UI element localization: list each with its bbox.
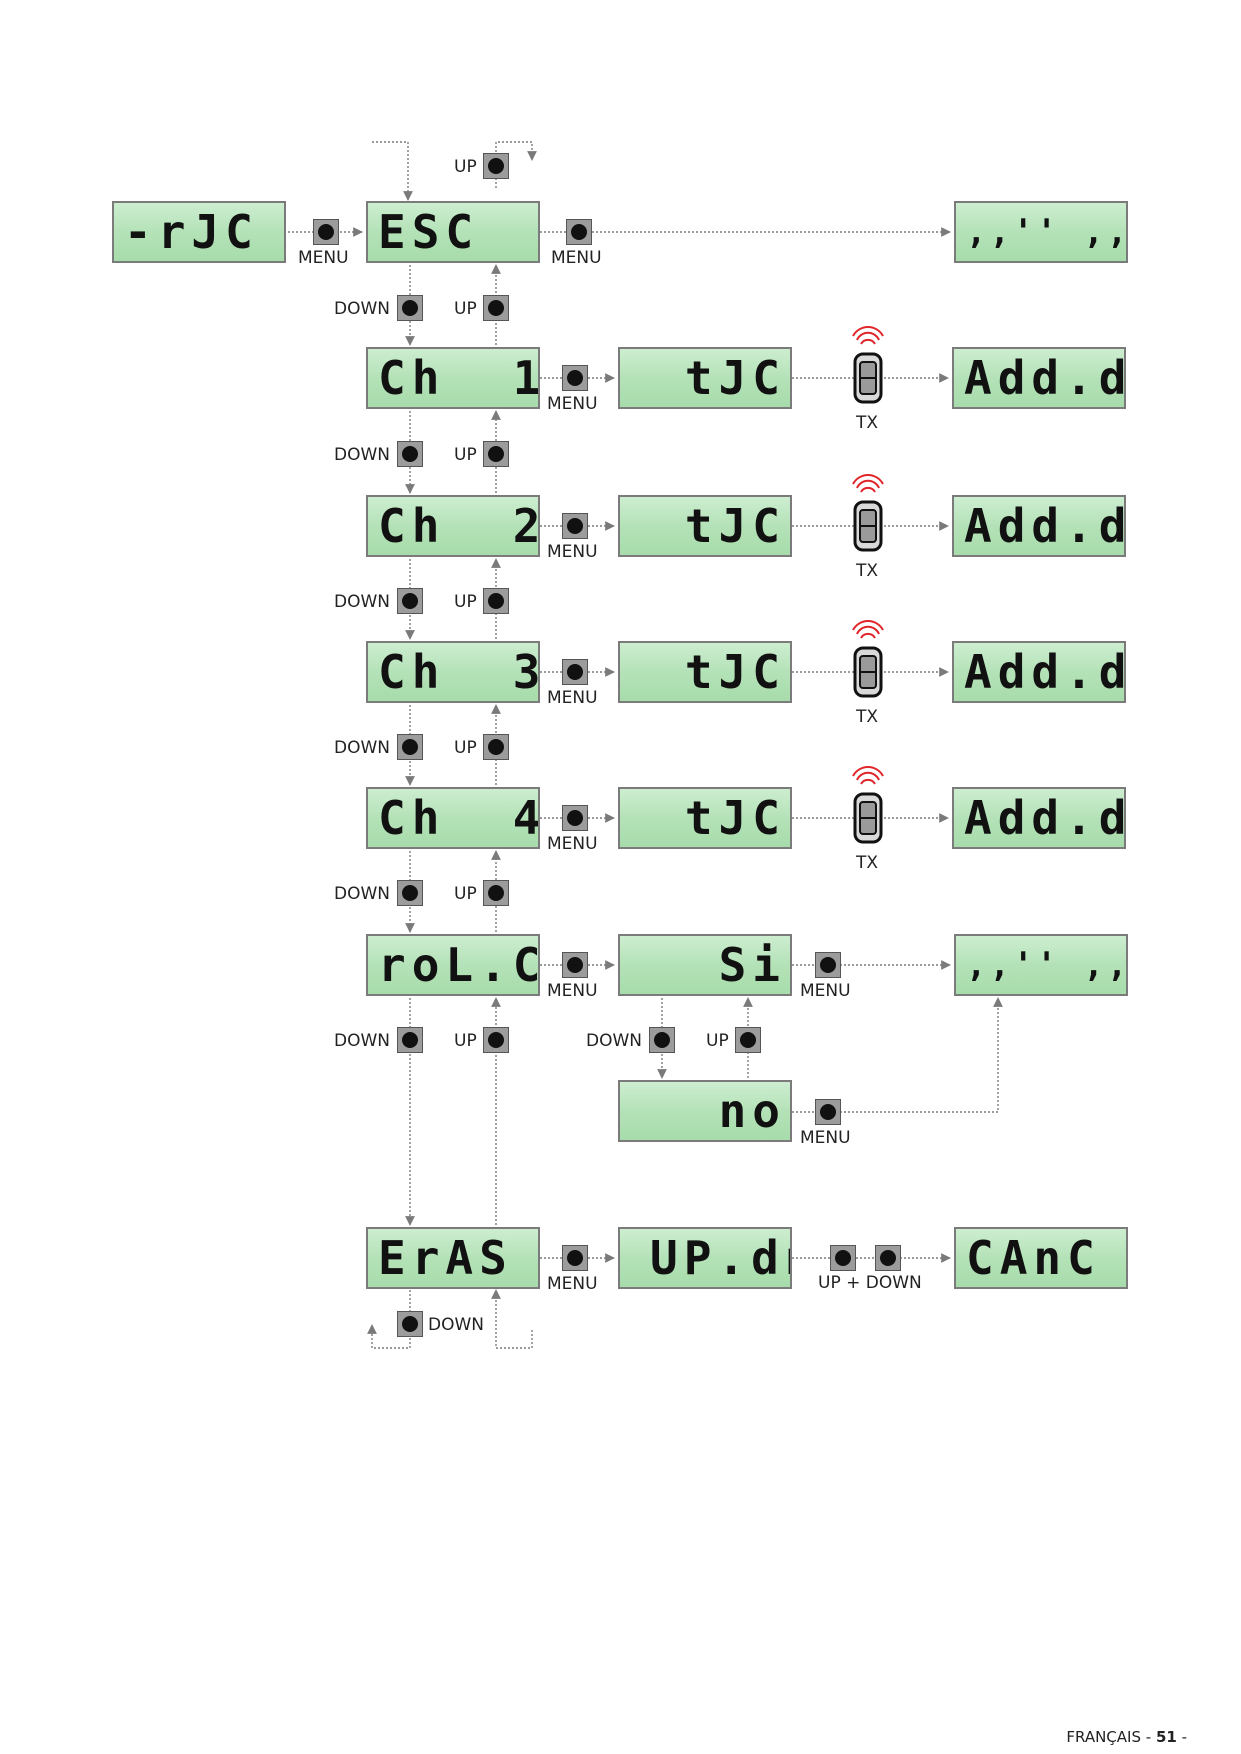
- tx-label: TX: [856, 853, 879, 873]
- display-dashes-top: ,,'' ,,: [954, 201, 1128, 263]
- menu-label: MENU: [298, 248, 349, 268]
- tx-label: TX: [856, 413, 879, 433]
- display-ch1: Ch 1: [366, 347, 540, 409]
- up-down-label: UP + DOWN: [818, 1273, 922, 1293]
- display-no: no: [618, 1080, 792, 1142]
- up-label: UP: [454, 157, 477, 177]
- remote-transmitter-icon: [852, 766, 884, 844]
- menu-button-icon: [566, 219, 592, 245]
- up-button-icon: [483, 588, 509, 614]
- up-label: UP: [454, 445, 477, 465]
- menu-button-icon: [313, 219, 339, 245]
- up-label: UP: [454, 738, 477, 758]
- down-button-icon: [397, 880, 423, 906]
- display-added-4: Add.d: [952, 787, 1126, 849]
- up-label: UP: [706, 1031, 729, 1051]
- down-label: DOWN: [334, 1031, 390, 1051]
- display-rolc: roL.C: [366, 934, 540, 996]
- down-label: DOWN: [428, 1315, 484, 1335]
- menu-label: MENU: [551, 248, 602, 268]
- up-button-icon: [735, 1027, 761, 1053]
- down-label: DOWN: [334, 592, 390, 612]
- down-label: DOWN: [334, 299, 390, 319]
- down-label: DOWN: [334, 884, 390, 904]
- display-esc: ESC: [366, 201, 540, 263]
- up-label: UP: [454, 884, 477, 904]
- display-rxc: -rJC: [112, 201, 286, 263]
- menu-button-icon: [562, 659, 588, 685]
- display-updn: UP.dn: [618, 1227, 792, 1289]
- down-button-icon: [397, 441, 423, 467]
- menu-label: MENU: [547, 834, 598, 854]
- down-button-icon: [397, 1311, 423, 1337]
- menu-label: MENU: [800, 1128, 851, 1148]
- up-label: UP: [454, 1031, 477, 1051]
- up-button-icon: [483, 441, 509, 467]
- up-button-icon: [483, 880, 509, 906]
- menu-button-icon: [562, 365, 588, 391]
- page-number: 51: [1155, 1728, 1177, 1746]
- footer-suffix: -: [1176, 1728, 1187, 1746]
- down-button-icon: [397, 295, 423, 321]
- display-eras: ErAS: [366, 1227, 540, 1289]
- down-label: DOWN: [586, 1031, 642, 1051]
- tx-label: TX: [856, 561, 879, 581]
- menu-button-icon: [562, 513, 588, 539]
- up-button-icon: [483, 153, 509, 179]
- display-ch3: Ch 3: [366, 641, 540, 703]
- display-txc-1: tJC: [618, 347, 792, 409]
- menu-label: MENU: [547, 542, 598, 562]
- footer-language: FRANÇAIS -: [1066, 1728, 1156, 1746]
- remote-transmitter-icon: [852, 474, 884, 552]
- menu-label: MENU: [547, 688, 598, 708]
- down-label: DOWN: [334, 738, 390, 758]
- down-button-icon: [875, 1245, 901, 1271]
- down-button-icon: [397, 734, 423, 760]
- remote-transmitter-icon: [852, 620, 884, 698]
- menu-label: MENU: [547, 394, 598, 414]
- display-txc-4: tJC: [618, 787, 792, 849]
- up-button-icon: [483, 1027, 509, 1053]
- display-added-2: Add.d: [952, 495, 1126, 557]
- up-button-icon: [483, 734, 509, 760]
- menu-button-icon: [562, 805, 588, 831]
- display-ch4: Ch 4: [366, 787, 540, 849]
- display-added-1: Add.d: [952, 347, 1126, 409]
- page-footer: FRANÇAIS - 51 -: [1066, 1728, 1187, 1746]
- display-txc-2: tJC: [618, 495, 792, 557]
- menu-button-icon: [815, 1099, 841, 1125]
- menu-label: MENU: [800, 981, 851, 1001]
- up-button-icon: [483, 295, 509, 321]
- menu-button-icon: [815, 952, 841, 978]
- down-label: DOWN: [334, 445, 390, 465]
- up-label: UP: [454, 592, 477, 612]
- display-dashes-mid: ,,'' ,,: [954, 934, 1128, 996]
- tx-label: TX: [856, 707, 879, 727]
- menu-button-icon: [562, 952, 588, 978]
- down-button-icon: [397, 1027, 423, 1053]
- display-si: Si: [618, 934, 792, 996]
- display-canc: CAnC: [954, 1227, 1128, 1289]
- display-added-3: Add.d: [952, 641, 1126, 703]
- remote-transmitter-icon: [852, 326, 884, 404]
- menu-label: MENU: [547, 1274, 598, 1294]
- up-label: UP: [454, 299, 477, 319]
- down-button-icon: [649, 1027, 675, 1053]
- display-ch2: Ch 2: [366, 495, 540, 557]
- menu-label: MENU: [547, 981, 598, 1001]
- down-button-icon: [397, 588, 423, 614]
- display-txc-3: tJC: [618, 641, 792, 703]
- up-button-icon: [830, 1245, 856, 1271]
- menu-button-icon: [562, 1245, 588, 1271]
